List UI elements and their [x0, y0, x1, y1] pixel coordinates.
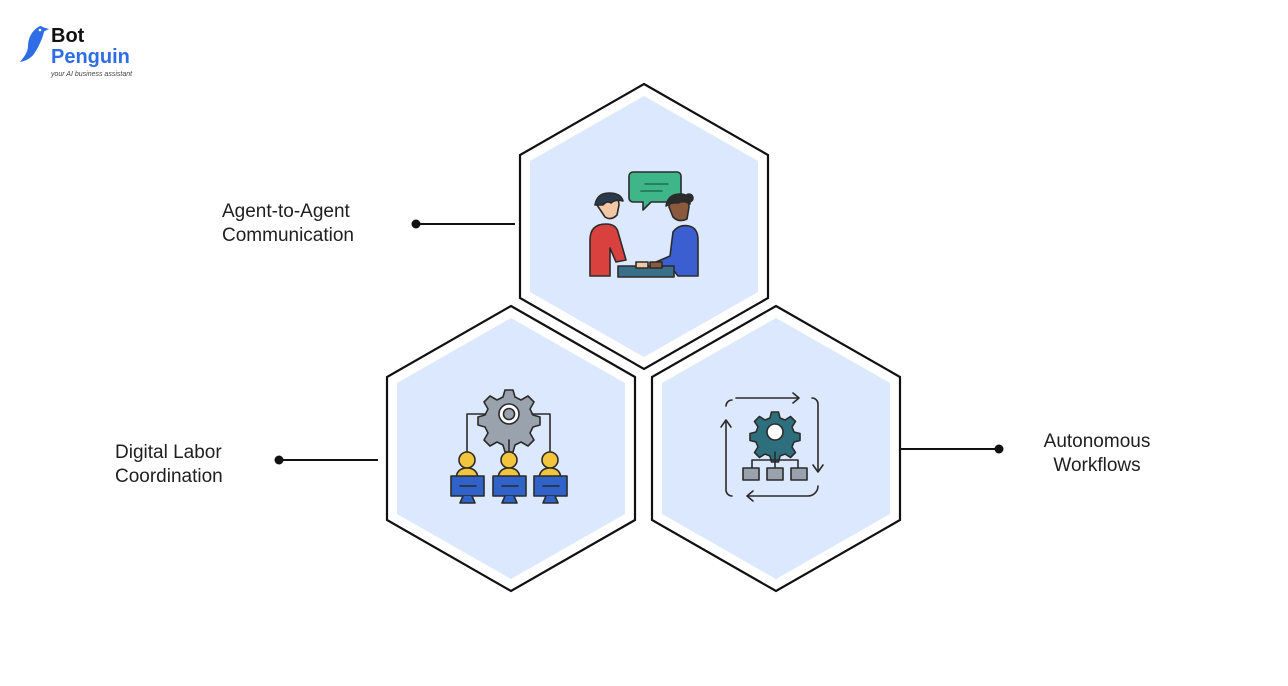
label-workflows-line1: Autonomous [1043, 431, 1151, 452]
hexagon-communication [518, 82, 770, 371]
label-communication-line1: Agent-to-Agent [222, 201, 350, 222]
label-coordination-line2: Coordination [115, 466, 223, 487]
label-communication-line2: Communication [222, 225, 354, 246]
penguin-logo-icon [20, 26, 49, 62]
label-workflows-line2: Workflows [1053, 455, 1141, 476]
gear-hierarchy-workers-icon [450, 389, 568, 504]
brand-logo: Bot Penguin your AI business assistant [18, 24, 148, 84]
label-workflows: Autonomous Workflows [1027, 430, 1167, 478]
label-coordination-line1: Digital Labor [115, 442, 222, 463]
brand-name-line1: Bot [51, 25, 85, 47]
label-communication: Agent-to-Agent Communication [222, 200, 354, 248]
brand-tagline: your AI business assistant [51, 71, 133, 78]
gear-cycle-workflow-icon [720, 392, 824, 502]
connector-communication [411, 219, 515, 229]
label-coordination: Digital Labor Coordination [115, 441, 223, 489]
connector-coordination [274, 455, 378, 465]
brand-name-line2: Penguin [51, 46, 130, 68]
two-people-talking-icon [589, 171, 699, 278]
connector-workflows [901, 444, 1004, 454]
